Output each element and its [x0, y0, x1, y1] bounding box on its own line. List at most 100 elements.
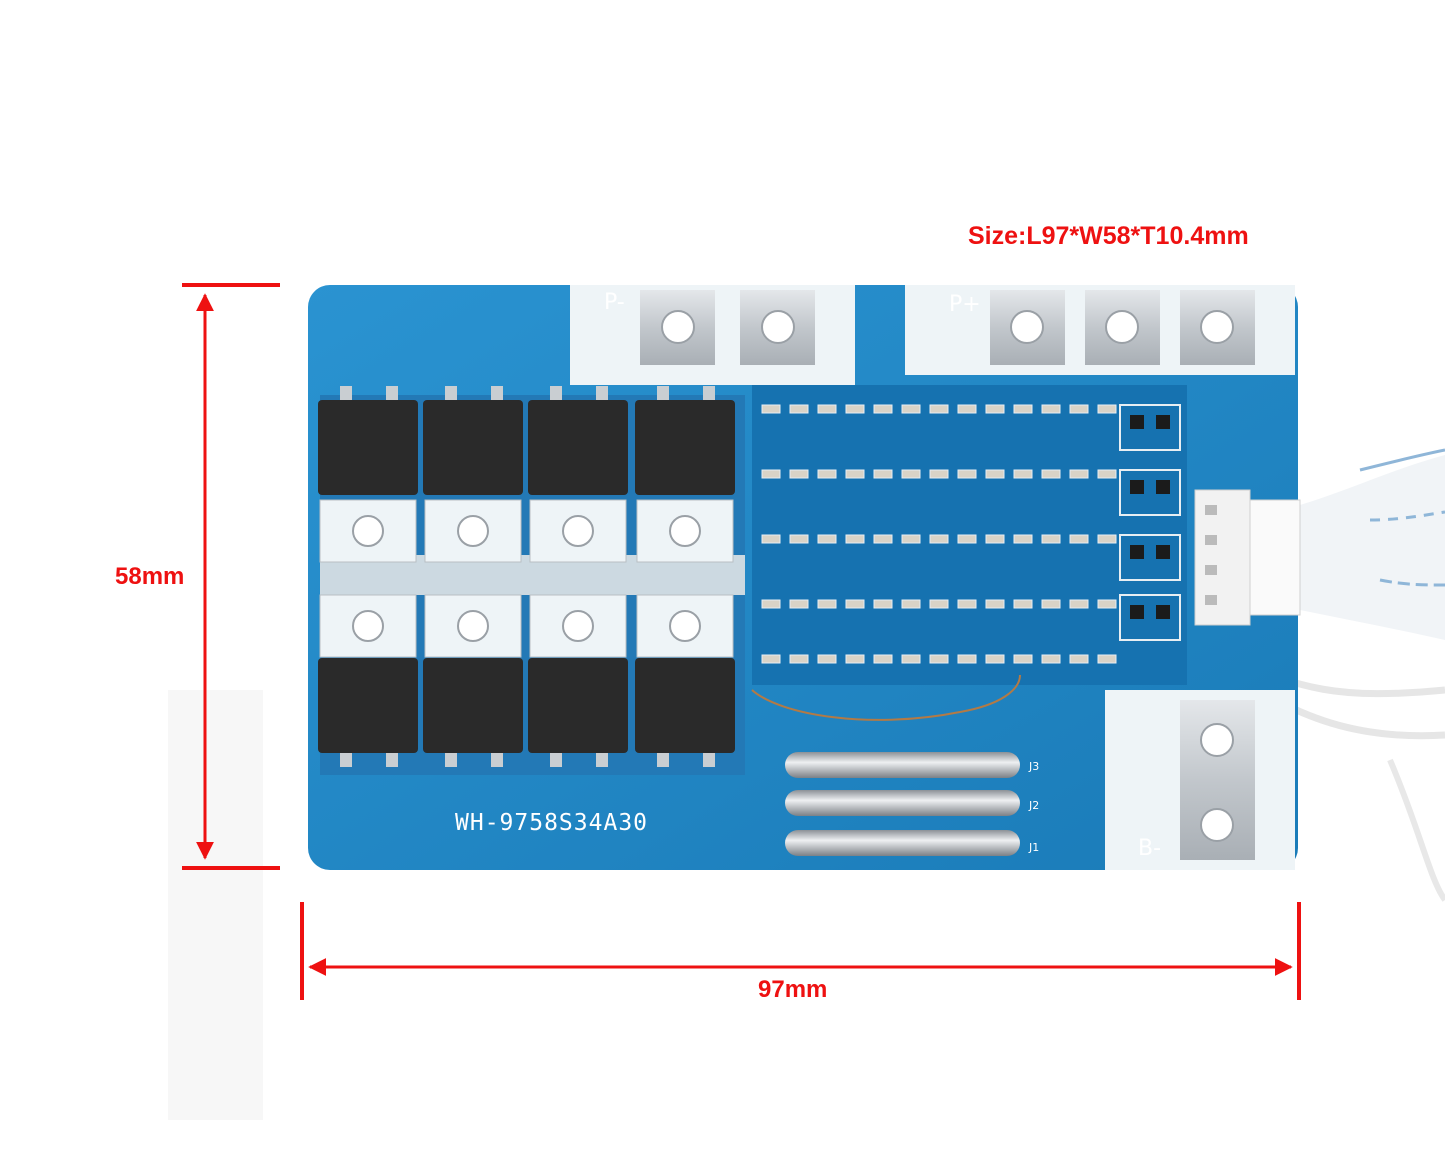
smd-part	[929, 654, 949, 664]
mosfet-body	[423, 658, 523, 753]
smd-part	[985, 404, 1005, 414]
mosfet-tab-hole	[457, 610, 489, 642]
mosfet-leg	[386, 386, 398, 400]
mosfet-leg	[596, 753, 608, 767]
smd-part	[845, 404, 865, 414]
smd-part	[1156, 605, 1170, 619]
smd-part	[1130, 545, 1144, 559]
smd-part	[985, 534, 1005, 544]
mosfet-leg	[445, 386, 457, 400]
smd-pad-outline	[1119, 534, 1181, 581]
smd-part	[1130, 415, 1144, 429]
smd-part	[1156, 415, 1170, 429]
smd-part	[789, 404, 809, 414]
smd-part	[901, 534, 921, 544]
smd-pad-outline	[1119, 594, 1181, 641]
smd-part	[817, 599, 837, 609]
smd-part	[1156, 545, 1170, 559]
smd-part	[817, 654, 837, 664]
smd-part	[929, 599, 949, 609]
smd-part	[901, 404, 921, 414]
background-shadow	[168, 690, 263, 1120]
smd-components	[761, 404, 1181, 664]
mosfet-leg	[340, 386, 352, 400]
terminal-pads-bottom	[1105, 690, 1295, 870]
smd-part	[845, 534, 865, 544]
smd-part	[817, 469, 837, 479]
smd-part	[873, 654, 893, 664]
smd-part	[1041, 534, 1061, 544]
smd-part	[789, 534, 809, 544]
smd-part	[789, 599, 809, 609]
smd-part	[873, 599, 893, 609]
smd-part	[1069, 404, 1089, 414]
smd-part	[789, 654, 809, 664]
smd-part	[1013, 599, 1033, 609]
mosfet-leg	[445, 753, 457, 767]
smd-part	[1041, 599, 1061, 609]
smd-part	[817, 534, 837, 544]
smd-part	[901, 654, 921, 664]
jumper-label-j3: J3	[1029, 760, 1040, 773]
mosfet-leg	[491, 386, 503, 400]
smd-pad-outline	[1119, 469, 1181, 516]
smd-part	[761, 599, 781, 609]
smd-part	[761, 469, 781, 479]
smd-part	[873, 469, 893, 479]
smd-part	[789, 469, 809, 479]
smd-part	[761, 404, 781, 414]
smd-part	[957, 599, 977, 609]
mosfet-leg	[703, 753, 715, 767]
mosfet-leg	[703, 386, 715, 400]
mosfet-leg	[657, 386, 669, 400]
smd-part	[985, 599, 1005, 609]
height-dimension-label: 58mm	[115, 563, 185, 590]
smd-part	[901, 599, 921, 609]
smd-part	[1097, 599, 1117, 609]
jumper-label-j2: J2	[1029, 799, 1040, 812]
copper-wire	[751, 674, 1021, 721]
smd-part	[1041, 654, 1061, 664]
p-minus-label: P-	[604, 290, 625, 315]
mosfet-tab-hole	[352, 610, 384, 642]
smd-part	[1130, 605, 1144, 619]
mosfet-tab-hole	[669, 515, 701, 547]
smd-part	[817, 404, 837, 414]
jumper-label-j1: J1	[1029, 841, 1040, 854]
smd-part	[873, 404, 893, 414]
mosfet-leg	[491, 753, 503, 767]
b-minus-label: B-	[1138, 836, 1162, 861]
smd-part	[1156, 480, 1170, 494]
smd-part	[1013, 404, 1033, 414]
smd-part	[1097, 534, 1117, 544]
smd-part	[845, 654, 865, 664]
mosfet-body	[528, 400, 628, 495]
mosfet-leg	[657, 753, 669, 767]
smd-part	[1041, 404, 1061, 414]
smd-pad-outline	[1119, 404, 1181, 451]
smd-part	[1130, 480, 1144, 494]
smd-part	[985, 469, 1005, 479]
smd-part	[1013, 534, 1033, 544]
mosfet-leg	[340, 753, 352, 767]
mosfet-leg	[386, 753, 398, 767]
smd-part	[957, 404, 977, 414]
mosfet-body	[635, 658, 735, 753]
smd-part	[929, 404, 949, 414]
mosfet-array	[318, 386, 745, 775]
smd-part	[957, 469, 977, 479]
mosfet-tab-hole	[352, 515, 384, 547]
mosfet-tab-hole	[669, 610, 701, 642]
mosfet-tab-hole	[457, 515, 489, 547]
mosfet-body	[423, 400, 523, 495]
p-plus-label: P+	[949, 292, 981, 317]
smd-part	[957, 534, 977, 544]
mosfet-tab-hole	[562, 610, 594, 642]
dimension-lines	[182, 283, 1301, 1000]
mosfet-leg	[596, 386, 608, 400]
smd-part	[1097, 404, 1117, 414]
smd-part	[1097, 654, 1117, 664]
smd-part	[929, 469, 949, 479]
mosfet-leg	[550, 753, 562, 767]
smd-part	[1069, 654, 1089, 664]
